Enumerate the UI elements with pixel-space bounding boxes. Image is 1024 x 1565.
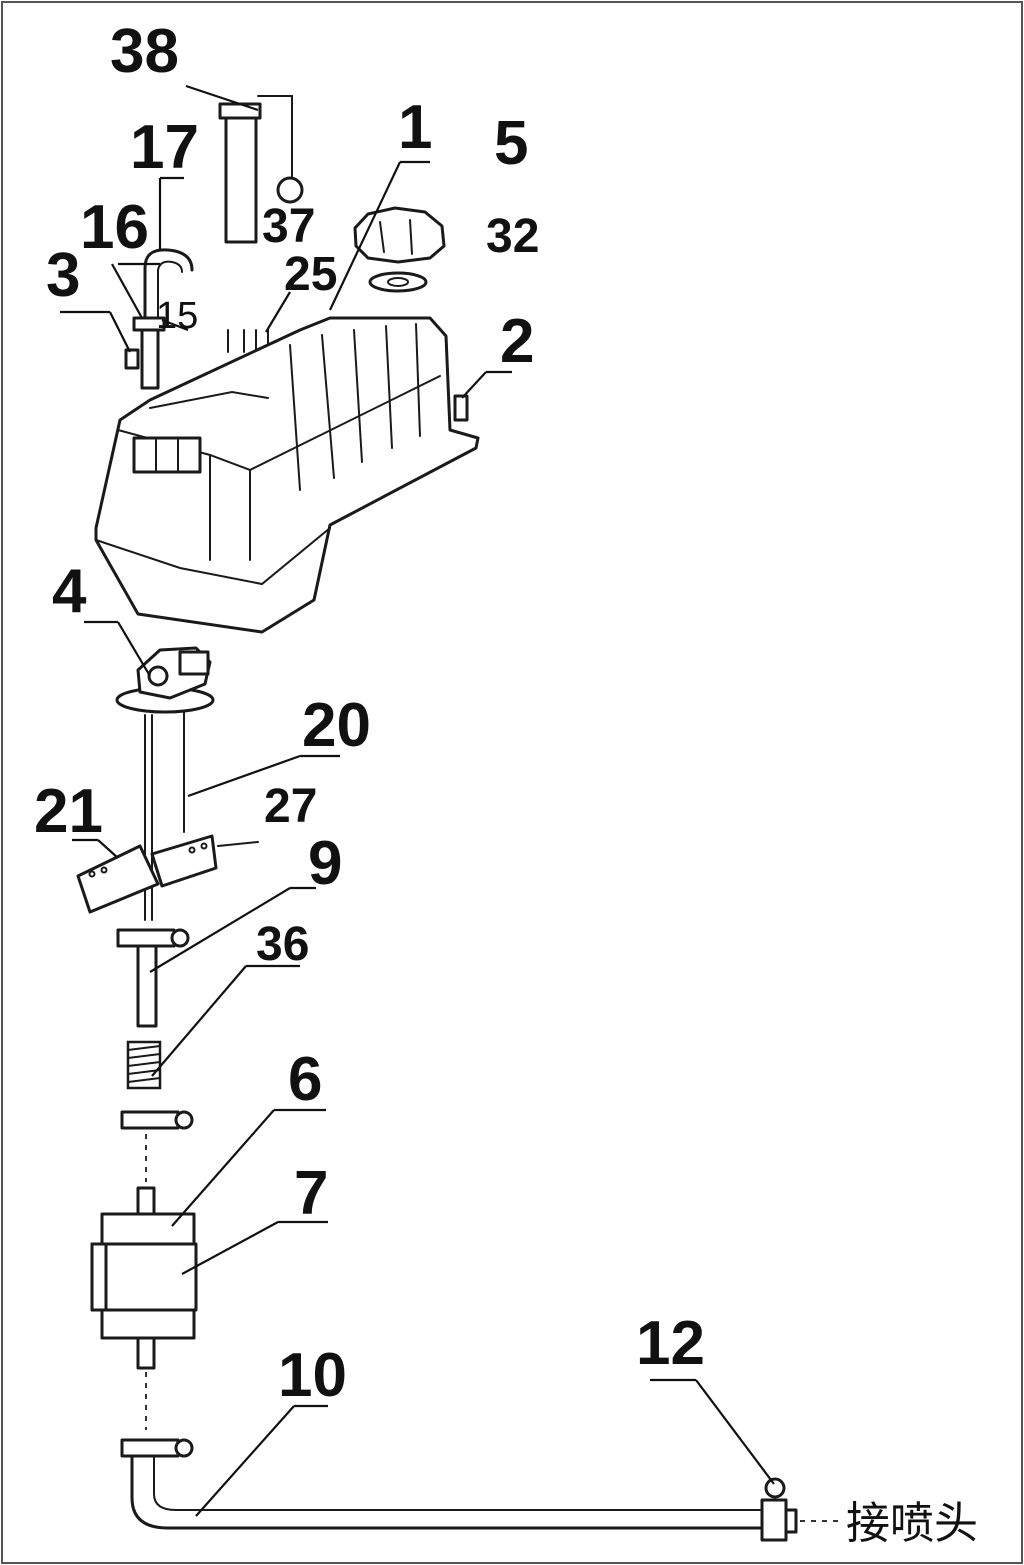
lower-clamp [120,1110,194,1130]
callout-15: 15 [156,295,198,337]
callout-37: 37 [262,200,315,253]
nozzle-connection-label: 接喷头 [846,1498,978,1549]
callout-10: 10 [278,1341,347,1410]
callout-17: 17 [130,113,199,182]
callout-27: 27 [264,780,317,833]
callout-16: 16 [80,193,149,262]
part-2-drain-bolt [453,394,469,422]
callout-5: 5 [494,109,528,178]
callout-1: 1 [398,93,432,162]
callout-2: 2 [500,307,534,376]
callout-6: 6 [288,1045,322,1114]
callout-12: 12 [636,1309,705,1378]
part-6-7-fuel-filter [90,1186,198,1370]
part-12-nozzle-connector [760,1477,798,1542]
callout-3: 3 [46,241,80,310]
part-1-fuel-tank [94,316,480,634]
callout-20: 20 [302,691,371,760]
leader-lines [60,84,775,1517]
part-5-fuel-cap [353,206,446,264]
callout-21: 21 [34,777,103,846]
part-3-screw [124,348,140,370]
callout-7: 7 [294,1159,328,1228]
callout-4: 4 [52,557,87,626]
part-21-heat-shield [76,834,259,914]
callout-9: 9 [308,829,342,898]
part-9-hose-clamp [116,928,190,1028]
part-36-spring-guard [126,1040,162,1090]
part-15-connector [140,328,160,390]
callout-38: 38 [110,17,179,86]
part-17-vent-pipe [143,248,194,322]
part-32-cap-gasket [368,271,428,293]
part-4-fuel-valve [115,646,215,714]
part-10-fuel-line [120,1438,762,1530]
callout-36: 36 [256,918,309,971]
callout-32: 32 [486,210,539,263]
callout-25: 25 [284,248,337,301]
